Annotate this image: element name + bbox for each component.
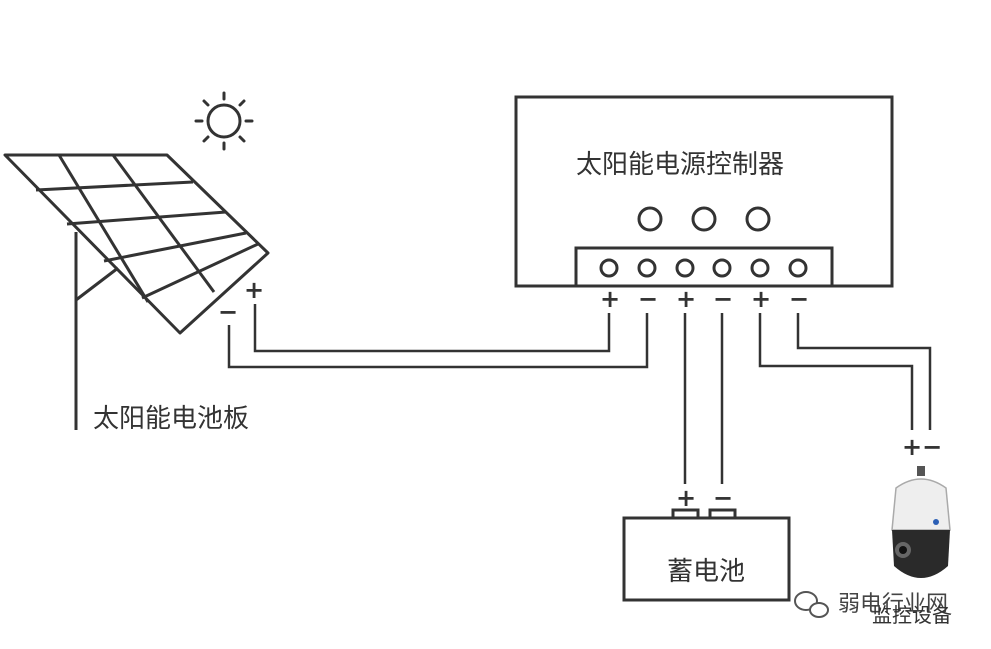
controller-box: [514, 95, 894, 288]
controller-label: 太阳能电源控制器: [576, 150, 784, 180]
panel-stand: [74, 232, 119, 430]
ptz-camera-icon: [891, 466, 951, 578]
camera-label: 监控设备: [872, 603, 952, 627]
terminal-plus-1: +: [600, 285, 620, 313]
panel-plus-sign: +: [244, 276, 264, 304]
indicator-lights: [637, 206, 771, 232]
sun-icon: [194, 91, 254, 151]
terminal-minus-1: −: [638, 285, 658, 313]
watermark-text: 弱电行业网: [838, 592, 948, 617]
battery-plus-sign: +: [676, 484, 696, 512]
battery: [622, 508, 791, 602]
terminal-minus-3: −: [789, 285, 809, 313]
terminal-plus-2: +: [676, 285, 696, 313]
wire-panel-negative: [227, 313, 649, 369]
terminal-plus-3: +: [751, 285, 771, 313]
wire-battery: [683, 313, 724, 484]
solar-panel: [3, 153, 270, 335]
battery-minus-sign: −: [713, 484, 733, 512]
panel-label: 太阳能电池板: [93, 404, 249, 434]
wechat-icon: [794, 591, 829, 618]
wire-camera: [758, 313, 932, 430]
battery-label: 蓄电池: [667, 557, 745, 587]
terminal-minus-2: −: [713, 285, 733, 313]
terminal-block: [574, 246, 834, 288]
wire-panel-positive: [253, 304, 611, 353]
camera-plus-minus: +−: [902, 433, 942, 461]
panel-minus-sign: −: [218, 298, 238, 326]
